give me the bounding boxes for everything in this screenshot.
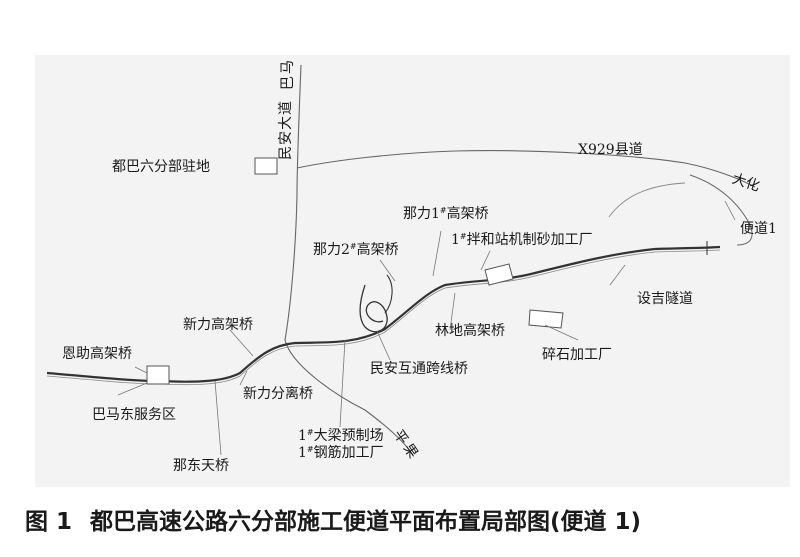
- minan-road-line: [284, 64, 414, 456]
- figure-number: 图 1: [25, 509, 73, 535]
- bama-east-label: 巴马东服务区: [92, 407, 176, 423]
- interchange-ramp: [384, 274, 393, 314]
- suishi-plant-label: 碎石加工厂: [542, 347, 612, 363]
- x929-road-line: [296, 150, 756, 188]
- shejie-tunnel-label: 设吉隧道: [637, 291, 693, 307]
- liang1-label: 1#大梁预制场: [298, 428, 384, 444]
- map-panel: 民安大道 巴马 都巴六分部驻地 X929县道 大化 便道1 那力1#高架桥 1#…: [35, 55, 790, 487]
- biandao1-road-line: [689, 174, 753, 246]
- nali2-viaduct-label: 那力2#高架桥: [313, 242, 399, 258]
- dubaliu-camp-label: 都巴六分部驻地: [112, 159, 210, 175]
- minan-road-label: 民安大道: [278, 100, 294, 160]
- interchange-loop: [359, 284, 388, 333]
- mixing-plant: [484, 263, 514, 286]
- xinli-sep-bridge-label: 新力分离桥: [243, 386, 313, 402]
- gangjin1-label: 1#钢筋加工厂: [298, 445, 384, 461]
- bama-north-label: 巴马: [280, 58, 296, 90]
- biandao1-road-line-2: [608, 182, 686, 218]
- biandao1-label: 便道1: [740, 221, 777, 237]
- figure-title: 都巴高速公路六分部施工便道平面布置局部图(便道 1): [90, 509, 642, 535]
- xinli-viaduct-label: 新力高架桥: [183, 317, 253, 333]
- camp-building: [254, 157, 278, 175]
- nali1-viaduct-label: 那力1#高架桥: [403, 206, 489, 222]
- expressway-line: [46, 245, 721, 383]
- crushing-plant: [528, 309, 564, 329]
- bama-east-service-area: [146, 365, 170, 385]
- minan-interchange-label: 民安互通跨线桥: [370, 361, 468, 377]
- nadong-bridge-label: 那东天桥: [173, 458, 229, 474]
- expressway-line-edge: [46, 249, 721, 386]
- map-drawing: [46, 64, 756, 456]
- lindi-viaduct-label: 林地高架桥: [435, 323, 505, 339]
- mixing-plant-label: 1#拌和站机制砂加工厂: [451, 232, 593, 248]
- figure-caption: 图 1 都巴高速公路六分部施工便道平面布置局部图(便道 1): [25, 502, 641, 536]
- leader-lines: [117, 200, 736, 456]
- enzhu-viaduct-label: 恩助高架桥: [62, 346, 132, 362]
- x929-label: X929县道: [578, 142, 643, 158]
